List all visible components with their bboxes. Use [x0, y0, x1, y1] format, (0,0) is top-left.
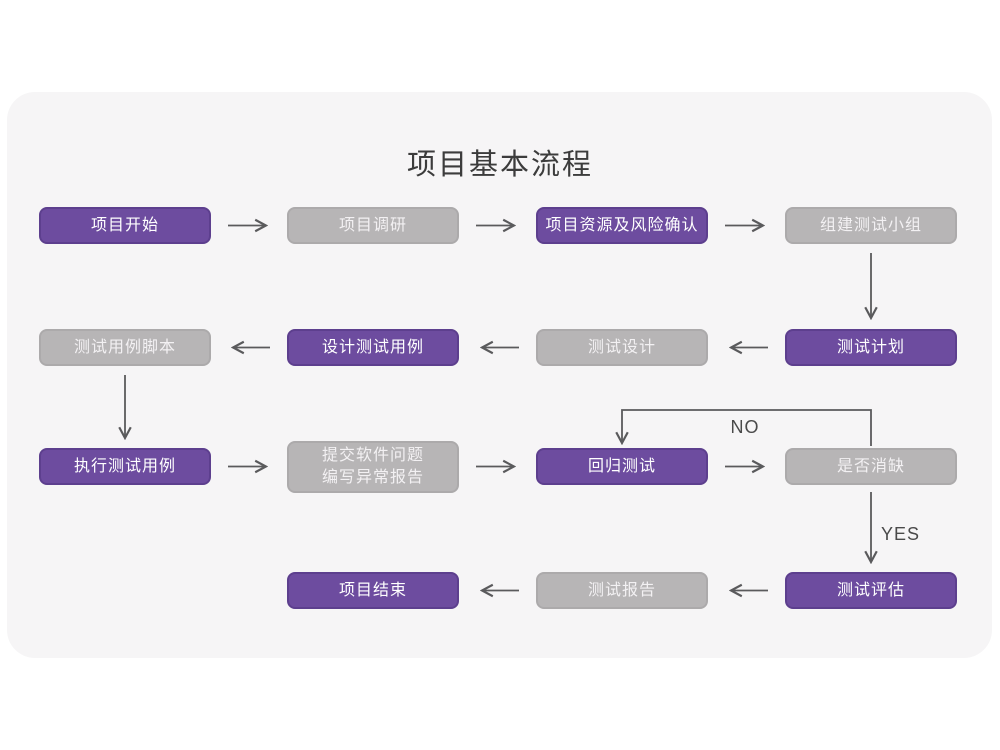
node-execute-test-cases: 执行测试用例 [39, 448, 211, 485]
node-label: 测试设计 [587, 338, 656, 356]
node-design-test-cases: 设计测试用例 [287, 329, 459, 366]
node-label: 测试用例脚本 [73, 338, 176, 356]
diagram-title: 项目基本流程 [406, 149, 593, 181]
node-label: 项目资源及风险确认 [545, 216, 699, 234]
node-test-plan: 测试计划 [785, 329, 957, 366]
flowchart-card [7, 92, 992, 658]
node-project-start: 项目开始 [39, 207, 211, 244]
node-label: 测试计划 [836, 338, 905, 356]
node-label: 是否消缺 [836, 457, 905, 475]
node-build-test-team: 组建测试小组 [785, 207, 957, 244]
node-project-end: 项目结束 [287, 572, 459, 609]
node-regression-test: 回归测试 [536, 448, 708, 485]
node-label: 组建测试小组 [819, 216, 922, 234]
node-submit-issues-write-report: 提交软件问题 编写异常报告 [287, 441, 459, 493]
node-resources-risk-confirm: 项目资源及风险确认 [536, 207, 708, 244]
node-test-design: 测试设计 [536, 329, 708, 366]
node-test-case-script: 测试用例脚本 [39, 329, 211, 366]
node-defect-cleared: 是否消缺 [785, 448, 957, 485]
node-label: 设计测试用例 [321, 338, 424, 356]
node-label: 测试报告 [587, 581, 656, 599]
node-test-report: 测试报告 [536, 572, 708, 609]
node-label: 项目开始 [90, 216, 159, 234]
node-label: 执行测试用例 [73, 457, 176, 475]
node-project-research: 项目调研 [287, 207, 459, 244]
node-label: 项目结束 [338, 581, 407, 599]
node-label: 回归测试 [587, 457, 656, 475]
node-test-evaluation: 测试评估 [785, 572, 957, 609]
node-label: 项目调研 [338, 216, 407, 234]
node-label: 测试评估 [836, 581, 905, 599]
node-label: 提交软件问题 编写异常报告 [321, 447, 424, 486]
